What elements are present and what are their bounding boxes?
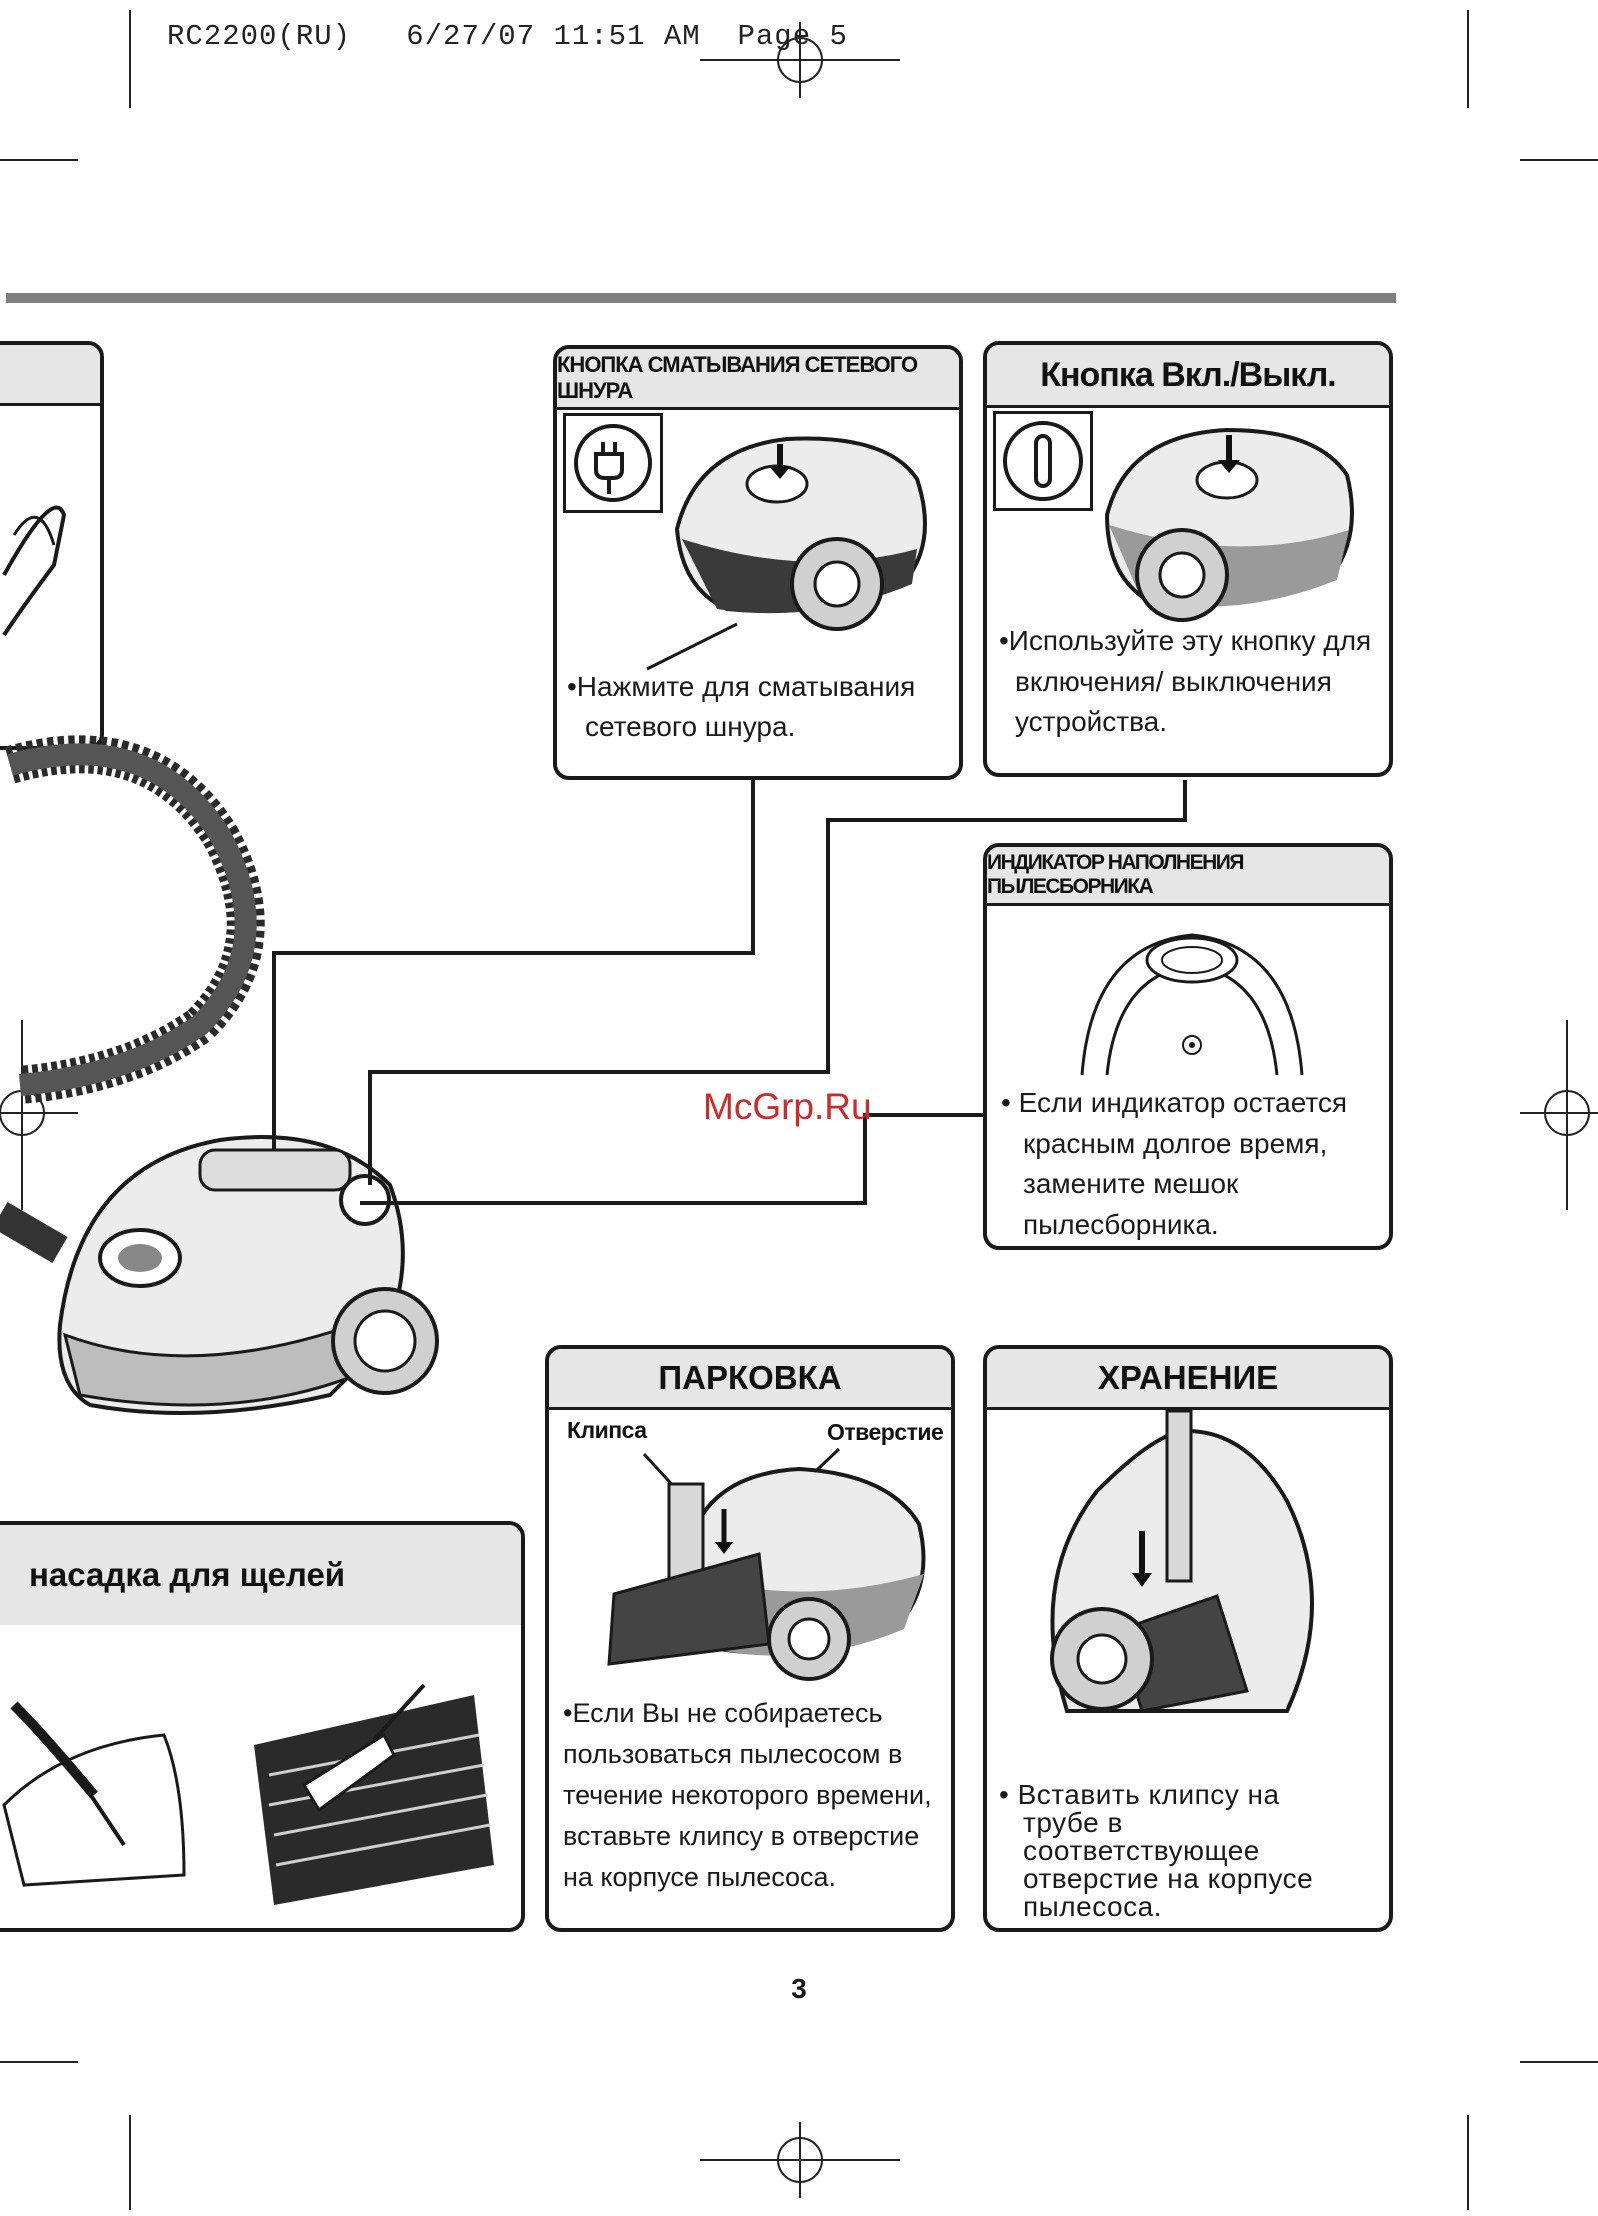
power-text-line: устройства. <box>1015 706 1168 738</box>
parking-text-line: пользоваться пылесосом в <box>563 1739 903 1770</box>
parking-illustration <box>607 1447 926 1681</box>
parking-text: •Если Вы не собираетесь пользоваться пыл… <box>563 1693 932 1898</box>
power-icon <box>1003 421 1083 501</box>
dust-indicator-text: • Если индикатор остается красным долгое… <box>1001 1083 1347 1245</box>
power-panel: Кнопка Вкл./Выкл. •Используйте эту кнопк… <box>983 341 1393 777</box>
dust-indicator-text-line-0: Если индикатор остается <box>1018 1087 1348 1118</box>
watermark: McGrp.Ru <box>703 1086 872 1127</box>
storage-panel: ХРАНЕНИЕ • Вставить клипсу на трубе в со… <box>983 1345 1393 1932</box>
storage-text-line: отверстие на корпусе <box>1023 1863 1314 1894</box>
storage-text: • Вставить клипсу на трубе в соответству… <box>999 1781 1313 1921</box>
storage-text-line: соответствующее <box>1023 1835 1260 1866</box>
power-text-line: включения/ выключения <box>1015 665 1332 697</box>
cord-rewind-title: КНОПКА СМАТЫВАНИЯ СЕТЕВОГО ШНУРА <box>557 349 959 410</box>
plug-icon <box>574 424 652 502</box>
crevice-tool-illustration <box>2 1683 494 1905</box>
power-text: •Используйте эту кнопку для включения/ в… <box>999 621 1371 743</box>
crevice-tool-title: насадка для щелей <box>0 1525 521 1625</box>
power-text-line: •Используйте эту кнопку для <box>999 625 1372 656</box>
vacuum-cleaner-illustration <box>0 735 439 1415</box>
storage-illustration <box>1050 1409 1314 1713</box>
bullet-icon: • <box>1001 1087 1019 1118</box>
cord-rewind-vacuum-illustration <box>646 436 927 671</box>
storage-text-line: пылесоса. <box>1023 1891 1162 1922</box>
dust-indicator-text-line: красным долгое время, <box>1023 1127 1328 1159</box>
crevice-tool-panel: насадка для щелей <box>0 1521 525 1932</box>
page-number: 3 <box>791 1973 807 2004</box>
cord-rewind-panel: КНОПКА СМАТЫВАНИЯ СЕТЕВОГО ШНУРА •Нажмит… <box>553 345 963 780</box>
dust-indicator-illustration <box>1080 933 1304 1076</box>
dust-indicator-text-line: • Если индикатор остается <box>1001 1083 1347 1124</box>
parking-text-line: на корпусе пылесоса. <box>563 1862 837 1893</box>
dust-indicator-text-line: замените мешок <box>1023 1168 1239 1200</box>
left-top-panel-head <box>0 345 100 406</box>
plug-icon-box <box>563 413 663 513</box>
cord-rewind-text-line: сетевого шнура. <box>585 710 796 742</box>
power-title: Кнопка Вкл./Выкл. <box>987 345 1389 408</box>
storage-title: ХРАНЕНИЕ <box>987 1349 1389 1410</box>
dust-indicator-panel: ИНДИКАТОР НАПОЛНЕНИЯ ПЫЛЕСБОРНИКА • Если… <box>983 843 1393 1250</box>
power-vacuum-illustration <box>1104 427 1354 622</box>
storage-text-line: • Вставить клипсу на <box>999 1779 1280 1810</box>
left-top-panel <box>0 341 104 750</box>
dust-indicator-title: ИНДИКАТОР НАПОЛНЕНИЯ ПЫЛЕСБОРНИКА <box>987 847 1389 906</box>
parking-text-line: вставьте клипсу в отверстие <box>563 1821 920 1852</box>
parking-clip-label: Клипса <box>567 1417 647 1443</box>
header-rule <box>6 293 1396 303</box>
dust-indicator-text-line: пылесборника. <box>1023 1208 1219 1240</box>
parking-hole-label: Отверстие <box>827 1419 944 1445</box>
parking-text-line: течение некоторого времени, <box>563 1780 932 1811</box>
power-icon-box <box>993 411 1093 511</box>
parking-text-line: •Если Вы не собираетесь <box>563 1698 883 1728</box>
print-header: RC2200(RU) 6/27/07 11:51 AM Page 5 <box>167 20 848 53</box>
connector-lines <box>272 780 1187 1205</box>
parking-title: ПАРКОВКА <box>549 1349 951 1410</box>
parking-panel: ПАРКОВКА Клипса Отверстие •Если Вы не со… <box>545 1345 955 1932</box>
hose-detail-illustration <box>2 505 67 637</box>
cord-rewind-text-line: •Нажмите для сматывания <box>567 671 916 702</box>
storage-text-line: трубе в <box>1023 1807 1123 1838</box>
cord-rewind-text: •Нажмите для сматывания сетевого шнура. <box>567 667 915 747</box>
